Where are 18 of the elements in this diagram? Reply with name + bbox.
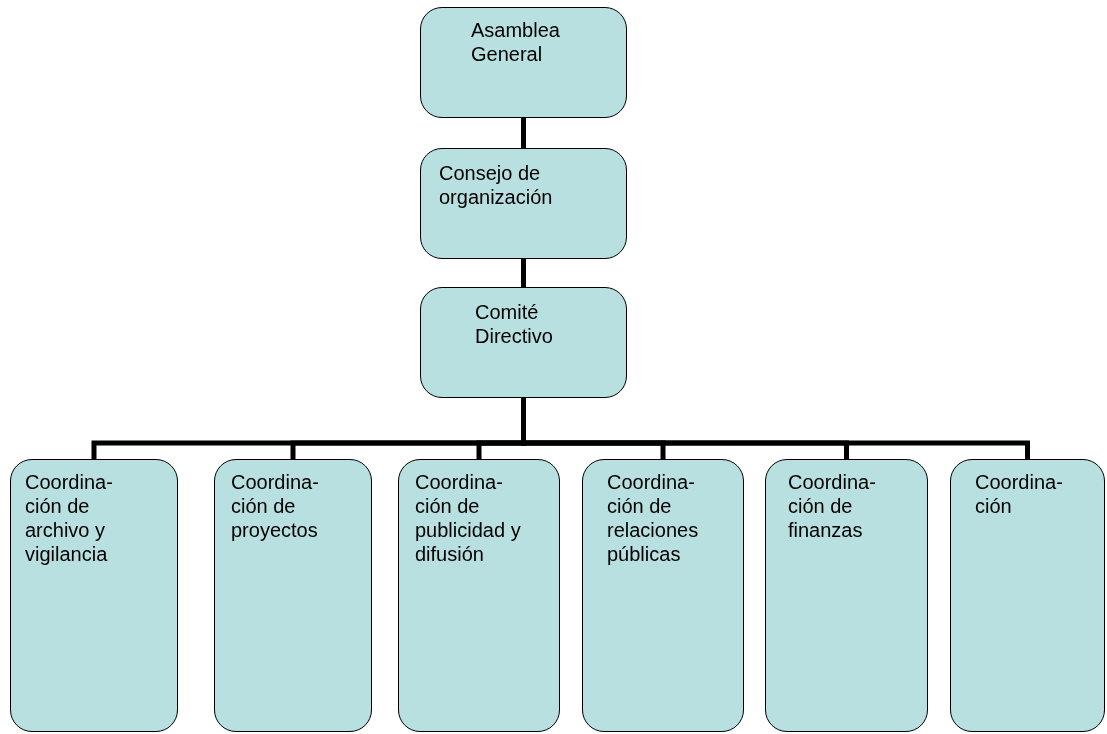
org-box <box>10 459 178 732</box>
org-box <box>950 459 1105 732</box>
org-box <box>765 459 928 732</box>
org-box <box>420 287 627 398</box>
box-label: Consejo de organización <box>439 161 554 209</box>
org-box <box>420 7 627 118</box>
box-label: Asamblea General <box>471 18 561 66</box>
box-label: Coordina- ción de finanzas <box>788 470 877 542</box>
org-box <box>398 459 560 732</box>
org-box <box>582 459 744 732</box>
org-box <box>214 459 372 732</box>
box-label: Coordina- ción <box>975 470 1064 518</box>
box-label: Coordina- ción de relaciones públicas <box>607 470 700 566</box>
org-box <box>420 148 627 259</box>
box-label: Coordina- ción de publicidad y difusión <box>415 470 522 566</box>
box-label: Comité Directivo <box>475 300 554 348</box>
box-label: Coordina- ción de proyectos <box>231 470 320 542</box>
box-label: Coordina- ción de archivo y vigilancia <box>25 470 114 566</box>
